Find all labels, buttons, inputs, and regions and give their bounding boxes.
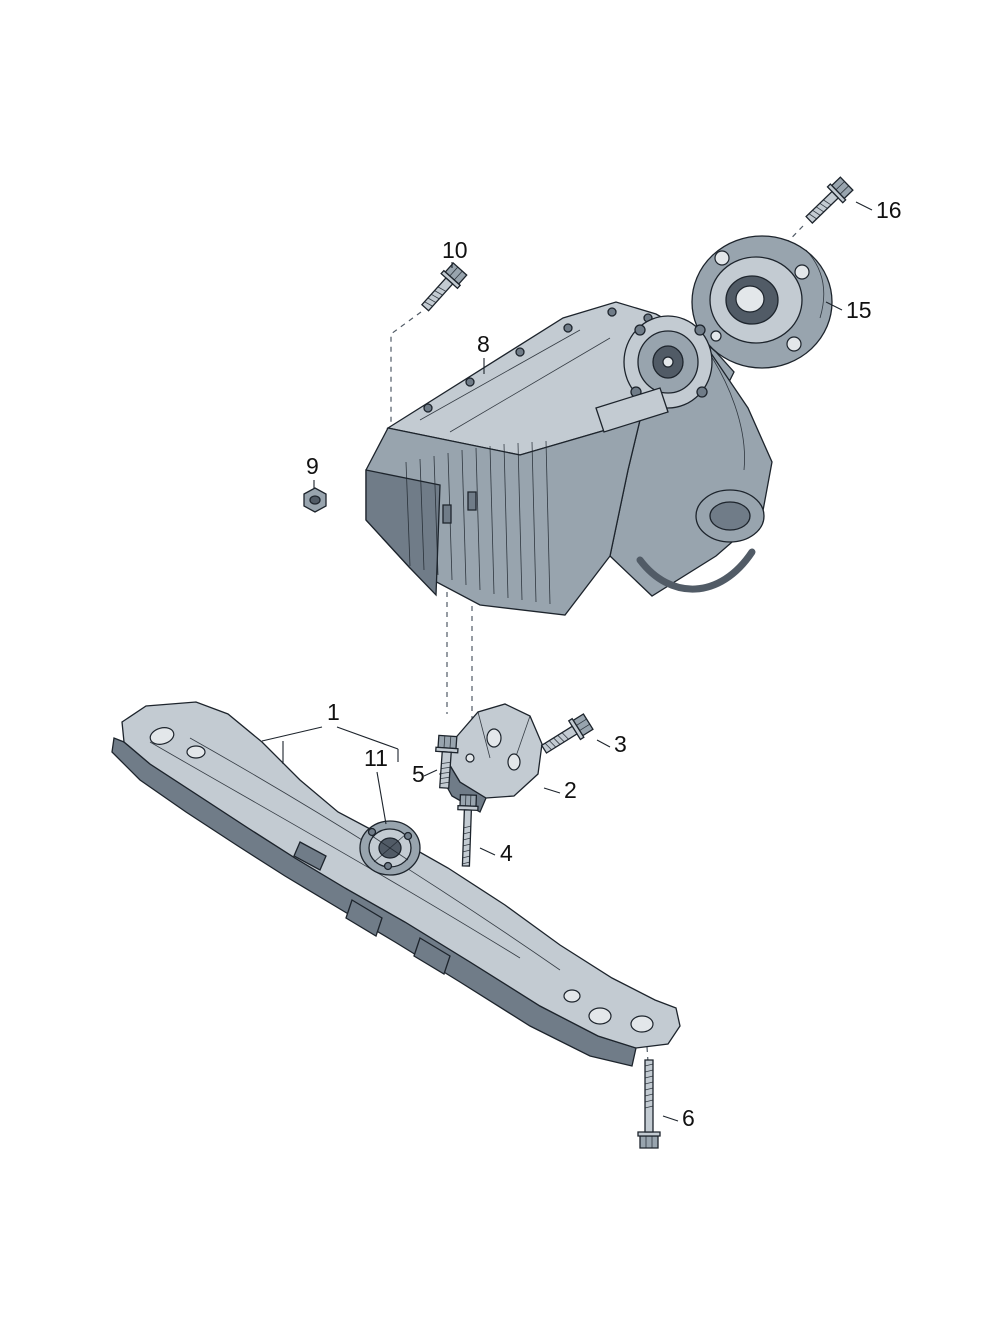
output-boss xyxy=(624,316,712,408)
part-labels: 16 15 10 8 9 1 11 3 2 5 4 6 xyxy=(306,197,902,1131)
part-label-4: 4 xyxy=(500,840,513,866)
bolt-6 xyxy=(637,1059,661,1149)
crossmember-part-1 xyxy=(112,702,680,1066)
part-label-16: 16 xyxy=(876,197,902,223)
part-label-3: 3 xyxy=(614,731,627,757)
bolt-3 xyxy=(537,711,595,760)
leader-lines xyxy=(262,202,872,1121)
bracket-part-2 xyxy=(440,704,542,812)
part-label-10: 10 xyxy=(442,237,468,263)
transfer-case-part-8 xyxy=(366,302,772,615)
bolt-10 xyxy=(416,261,469,316)
cooling-ribs xyxy=(406,441,550,604)
mount-part-11 xyxy=(360,821,420,875)
bolt-4 xyxy=(455,794,480,867)
part-label-11: 11 xyxy=(364,745,388,771)
part-label-1: 1 xyxy=(327,699,340,725)
bolt-16 xyxy=(800,175,855,229)
part-label-8: 8 xyxy=(477,331,490,357)
part-label-15: 15 xyxy=(846,297,872,323)
flange-cover-part-15 xyxy=(684,236,832,392)
part-label-9: 9 xyxy=(306,453,319,479)
part-label-6: 6 xyxy=(682,1105,695,1131)
nut-part-9 xyxy=(304,488,326,512)
part-label-5: 5 xyxy=(412,761,425,787)
part-label-2: 2 xyxy=(564,777,577,803)
